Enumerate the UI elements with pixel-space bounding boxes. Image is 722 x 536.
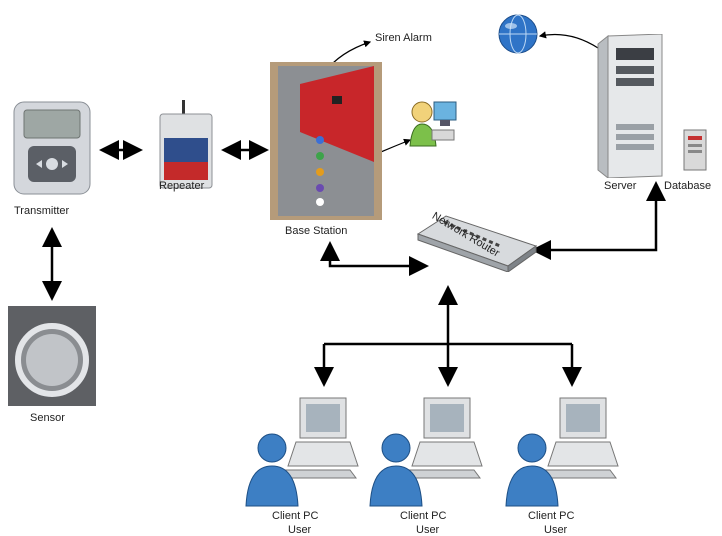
user-1-label: User	[288, 524, 312, 536]
repeater-device	[156, 100, 216, 190]
internet-globe-icon	[496, 12, 540, 56]
client-pc-2	[364, 396, 484, 508]
sensor-device	[8, 306, 96, 406]
client-pc-1	[240, 396, 360, 508]
client-pc-1-label: Client PC	[272, 510, 319, 522]
user-3-label: User	[544, 524, 568, 536]
arrow-server-globe	[538, 31, 599, 49]
operator-icon	[404, 98, 460, 148]
repeater-label: Repeater	[159, 180, 205, 192]
server-tower	[596, 33, 664, 180]
transmitter-device	[12, 100, 92, 196]
base-station-device	[270, 62, 382, 220]
arrow-router-server	[531, 181, 666, 260]
client-pc-2-label: Client PC	[400, 510, 447, 522]
transmitter-label: Transmitter	[14, 205, 70, 217]
database-label: Database	[664, 180, 712, 192]
network-router-device	[414, 210, 540, 273]
database-icon	[680, 128, 710, 172]
base-station-label: Base Station	[285, 225, 348, 237]
client-pc-3	[500, 396, 620, 508]
user-2-label: User	[416, 524, 440, 536]
siren-alarm-label: Siren Alarm	[375, 32, 432, 44]
client-pc-3-label: Client PC	[528, 510, 575, 522]
server-label: Server	[604, 180, 637, 192]
sensor-label: Sensor	[30, 412, 65, 424]
arrow-base-router	[320, 241, 429, 276]
